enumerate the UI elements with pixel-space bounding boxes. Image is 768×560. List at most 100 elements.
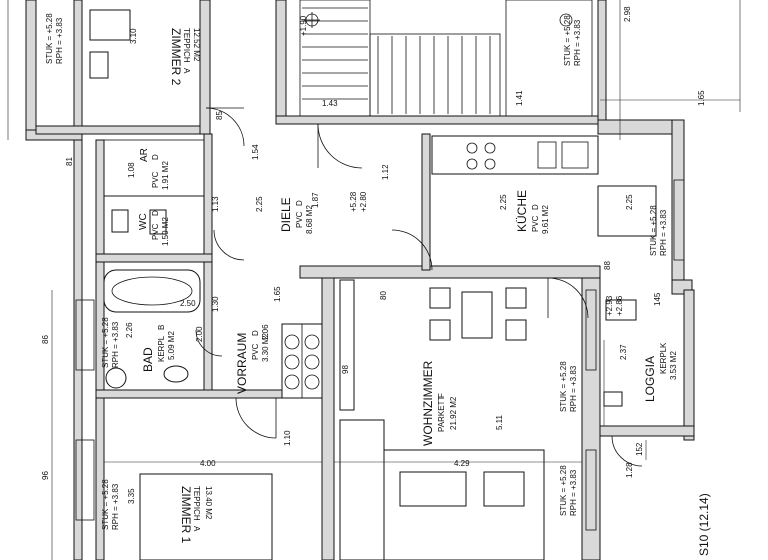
room-wohnzimmer-area: 21.92 M2 (449, 396, 458, 430)
level-rph: RPH = +3.83 (55, 17, 64, 64)
level-rph: RPH = +3.83 (111, 321, 120, 368)
level-stuk: STUK = +5.28 (559, 465, 568, 516)
dimension-label: 2.25 (255, 196, 264, 212)
dimension-label: 1.54 (251, 144, 260, 160)
room-kueche-floor: PVC (531, 215, 540, 232)
room-wc-floor-tag: D (151, 210, 160, 216)
room-diele-area: 8.68 M2 (305, 205, 314, 234)
room-loggia-name: LOGGIA (643, 356, 657, 402)
room-vorraum-area: 3.30 M2 (261, 333, 270, 362)
dimension-label: 2.26 (125, 322, 134, 338)
room-zimmer1: ZIMMER 1 TEPPICH A 13.40 M2 (179, 486, 213, 544)
room-vorraum-floor-tag: D (251, 330, 260, 336)
level-notes: STUK = +5.28 RPH = +3.83 STUK = +5.28 RP… (45, 13, 668, 530)
dimension-label: 1.28 (625, 462, 634, 478)
level-mark: +2.80 (359, 191, 368, 212)
dimension-label: 98 (341, 365, 350, 374)
level-rph: RPH = +3.83 (573, 19, 582, 66)
dimension-label: 1.43 (322, 99, 338, 108)
room-ar-floor-tag: D (151, 154, 160, 160)
level-stuk: STUK = +5.28 (649, 205, 658, 256)
dimension-label: 2.50 (180, 299, 196, 308)
room-zimmer2-floor: TEPPICH (182, 28, 191, 63)
dimension-label: 81 (65, 157, 74, 166)
room-kueche-floor-tag: D (531, 204, 540, 210)
dimension-label: 86 (41, 335, 50, 344)
room-loggia: LOGGIA KERPL K 3.53 M2 (643, 342, 678, 402)
level-rph: RPH = +3.83 (111, 483, 120, 530)
room-loggia-floor: KERPL (659, 347, 668, 374)
room-loggia-area: 3.53 M2 (669, 351, 678, 380)
room-zimmer2-floor-tag: A (182, 68, 191, 74)
dimension-labels: 3.10 1.08 1.54 1.87 2.25 2.25 2.25 1.65 … (41, 6, 706, 504)
dimension-label: 2.00 (195, 326, 204, 342)
room-ar-floor: PVC (151, 171, 160, 188)
dimension-label: 1.10 (283, 430, 292, 446)
dimension-label: 5.11 (495, 414, 504, 430)
room-wc-area: 1.50 M2 (161, 217, 170, 246)
room-wohnzimmer-floor: PARKETT (437, 396, 446, 432)
room-ar: AR PVC D 1.91 M2 (139, 148, 170, 190)
dimension-label: 2.25 (625, 194, 634, 210)
level-mark: +1.90 (299, 15, 308, 36)
room-zimmer2-name: ZIMMER 2 (169, 28, 183, 86)
dimension-label: 1.65 (697, 90, 706, 106)
room-zimmer1-area: 13.40 M2 (204, 486, 213, 520)
room-diele-floor: PVC (295, 211, 304, 228)
room-kueche: KÜCHE PVC D 9.61 M2 (515, 190, 550, 234)
dimension-label: 2.37 (619, 344, 628, 360)
dimension-lines (7, 0, 741, 560)
level-stuk: STUK = +5.28 (101, 317, 110, 368)
dimension-label: 85 (215, 111, 224, 120)
dimension-label: 1.12 (381, 164, 390, 180)
level-mark: +2.86 (615, 295, 624, 316)
dimension-label: 152 (635, 442, 644, 456)
room-diele-name: DIELE (279, 197, 293, 232)
room-wc: WC PVC D 1.50 M2 (138, 210, 170, 246)
level-rph: RPH = +3.83 (569, 469, 578, 516)
room-wohnzimmer-name: WOHNZIMMER (421, 360, 435, 446)
dimension-label: 4.00 (200, 459, 216, 468)
room-zimmer1-floor: TEPPICH (192, 486, 201, 521)
room-vorraum: VORRAUM PVC D 3.30 M2 (235, 330, 270, 394)
room-bad-name: BAD (141, 347, 155, 372)
dimension-label: 2.25 (499, 194, 508, 210)
level-mark: +2.93 (605, 295, 614, 316)
dimension-label: 88 (603, 261, 612, 270)
room-bad: BAD KERPL B 5.09 M2 (141, 325, 176, 372)
dimension-label: 1.30 (211, 296, 220, 312)
level-stuk: STUK = +5.28 (563, 15, 572, 66)
walls (25, 0, 695, 560)
plan-reference: S10 (12.14) (697, 493, 711, 556)
level-stuk: STUK = +5.28 (559, 361, 568, 412)
level-stuk: STUK = +5.28 (45, 13, 54, 64)
dimension-label: 145 (653, 292, 662, 306)
level-mark: +5.28 (349, 191, 358, 212)
dimension-label: 1.87 (311, 192, 320, 208)
level-rph: RPH = +3.83 (569, 365, 578, 412)
room-kueche-area: 9.61 M2 (541, 205, 550, 234)
room-wohnzimmer: WOHNZIMMER PARKETT F 21.92 M2 (421, 360, 458, 446)
level-rph: RPH = +3.83 (659, 209, 668, 256)
room-bad-floor: KERPL (157, 335, 166, 362)
level-stuk: STUK = +5.28 (101, 479, 110, 530)
dimension-label: 96 (41, 471, 50, 480)
dimension-label: 1.41 (515, 90, 524, 106)
room-diele: DIELE PVC D 8.68 M2 (279, 197, 314, 234)
room-zimmer1-name: ZIMMER 1 (179, 486, 193, 544)
room-zimmer1-floor-tag: A (192, 526, 201, 532)
staircase (299, 0, 593, 117)
dimension-label: 2.98 (623, 6, 632, 22)
room-wc-floor: PVC (151, 223, 160, 240)
door-swings (195, 107, 643, 467)
room-kueche-name: KÜCHE (515, 190, 529, 232)
room-vorraum-floor: PVC (251, 343, 260, 360)
dimension-label: 2.06 (261, 324, 270, 340)
dimension-label: 3.35 (127, 488, 136, 504)
room-zimmer2-area: 12.52 M2 (192, 28, 201, 62)
dimension-label: 80 (379, 291, 388, 300)
room-wc-name: WC (138, 213, 149, 230)
fixtures (89, 9, 657, 560)
room-bad-floor-tag: B (157, 325, 166, 330)
